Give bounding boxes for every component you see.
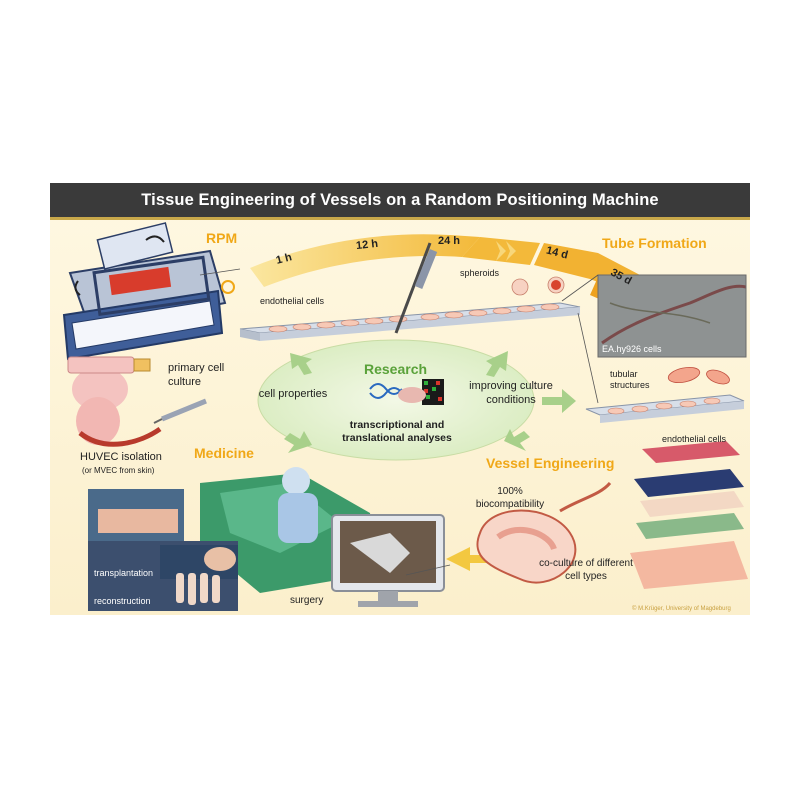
leader-lines [199, 268, 599, 576]
coculture-label: co-culture of different cell types [539, 558, 633, 582]
yellow-arrow [446, 547, 496, 571]
clinical-photos [88, 489, 238, 611]
huvec-label: HUVEC isolation [80, 451, 162, 463]
surgery-label: surgery [290, 595, 324, 606]
vessel-illustration [476, 481, 612, 584]
spheroids-label: spheroids [460, 268, 500, 278]
reconstruction-label: reconstruction [94, 596, 151, 606]
cell-properties-label: cell properties [258, 388, 328, 400]
tissue-layers [630, 441, 748, 589]
figure-title: Tissue Engineering of Vessels on a Rando… [141, 190, 659, 209]
diagram-figure: Tissue Engineering of Vessels on a Rando… [50, 183, 750, 615]
tubular-structure-plate [585, 366, 745, 423]
research-heading: Research [364, 361, 428, 377]
cell-culture-plate [239, 242, 581, 341]
primary-culture-label: primary cell culture [168, 362, 225, 388]
analyses-label: transcriptional and translational analys… [342, 419, 452, 444]
transplantation-label: transplantation [94, 568, 154, 578]
vessel-engineering-heading: Vessel Engineering [486, 455, 615, 471]
timeline-label-12h: 12 h [355, 237, 379, 253]
huvec-baby-illustration [67, 356, 207, 447]
medicine-heading: Medicine [194, 445, 254, 461]
rpm-heading: RPM [206, 230, 238, 246]
endothelial-cells-label-top: endothelial cells [260, 296, 325, 306]
mvec-label: (or MVEC from skin) [82, 466, 155, 475]
cell-line-label: EA.hy926 cells [602, 344, 662, 354]
microscopy-image [597, 274, 747, 358]
timeline-label-24h: 24 h [438, 235, 461, 247]
endothelial-cells-label-right: endothelial cells [662, 434, 727, 444]
research-oval [257, 339, 535, 461]
rpm-machine-illustration [62, 222, 235, 361]
diagram-artwork [50, 183, 750, 615]
title-bar: Tissue Engineering of Vessels on a Rando… [50, 183, 750, 220]
tube-formation-heading: Tube Formation [602, 235, 707, 251]
improving-culture-label: improving culture conditions [469, 380, 553, 406]
copyright-label: © M.Krüger, University of Magdeburg [632, 606, 731, 612]
monitor-illustration [331, 514, 445, 607]
tubular-structures-label: tubular structures [610, 369, 650, 390]
biocompatibility-label: 100% biocompatibility [475, 486, 545, 510]
green-arrows [284, 351, 576, 453]
